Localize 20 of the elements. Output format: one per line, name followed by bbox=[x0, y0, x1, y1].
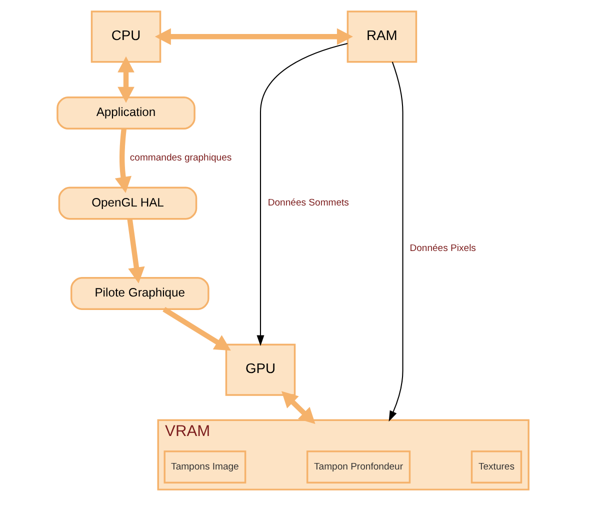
node-box: CPU bbox=[90, 10, 161, 63]
node-box: GPU bbox=[224, 344, 296, 396]
node-box: Application bbox=[56, 96, 195, 130]
arrow bbox=[154, 28, 352, 46]
arrow bbox=[256, 42, 348, 346]
arrow bbox=[117, 56, 134, 103]
node-box: Tampon Pronfondeur bbox=[306, 450, 410, 484]
arrow bbox=[280, 391, 315, 424]
arrow bbox=[388, 62, 403, 422]
edge-label: commandes graphiques bbox=[129, 152, 232, 164]
node-box: OpenGL HAL bbox=[58, 186, 197, 220]
arrow bbox=[126, 218, 144, 284]
edge-label: Données Pixels bbox=[409, 242, 476, 254]
arrow bbox=[162, 307, 230, 351]
arrow bbox=[114, 128, 132, 193]
node-box: Pilote Graphique bbox=[70, 277, 209, 310]
edge-label: Données Sommets bbox=[267, 198, 348, 209]
node-box: Textures bbox=[470, 450, 522, 484]
node-box: RAM bbox=[346, 10, 417, 63]
node-box: Tampons Image bbox=[163, 450, 246, 484]
